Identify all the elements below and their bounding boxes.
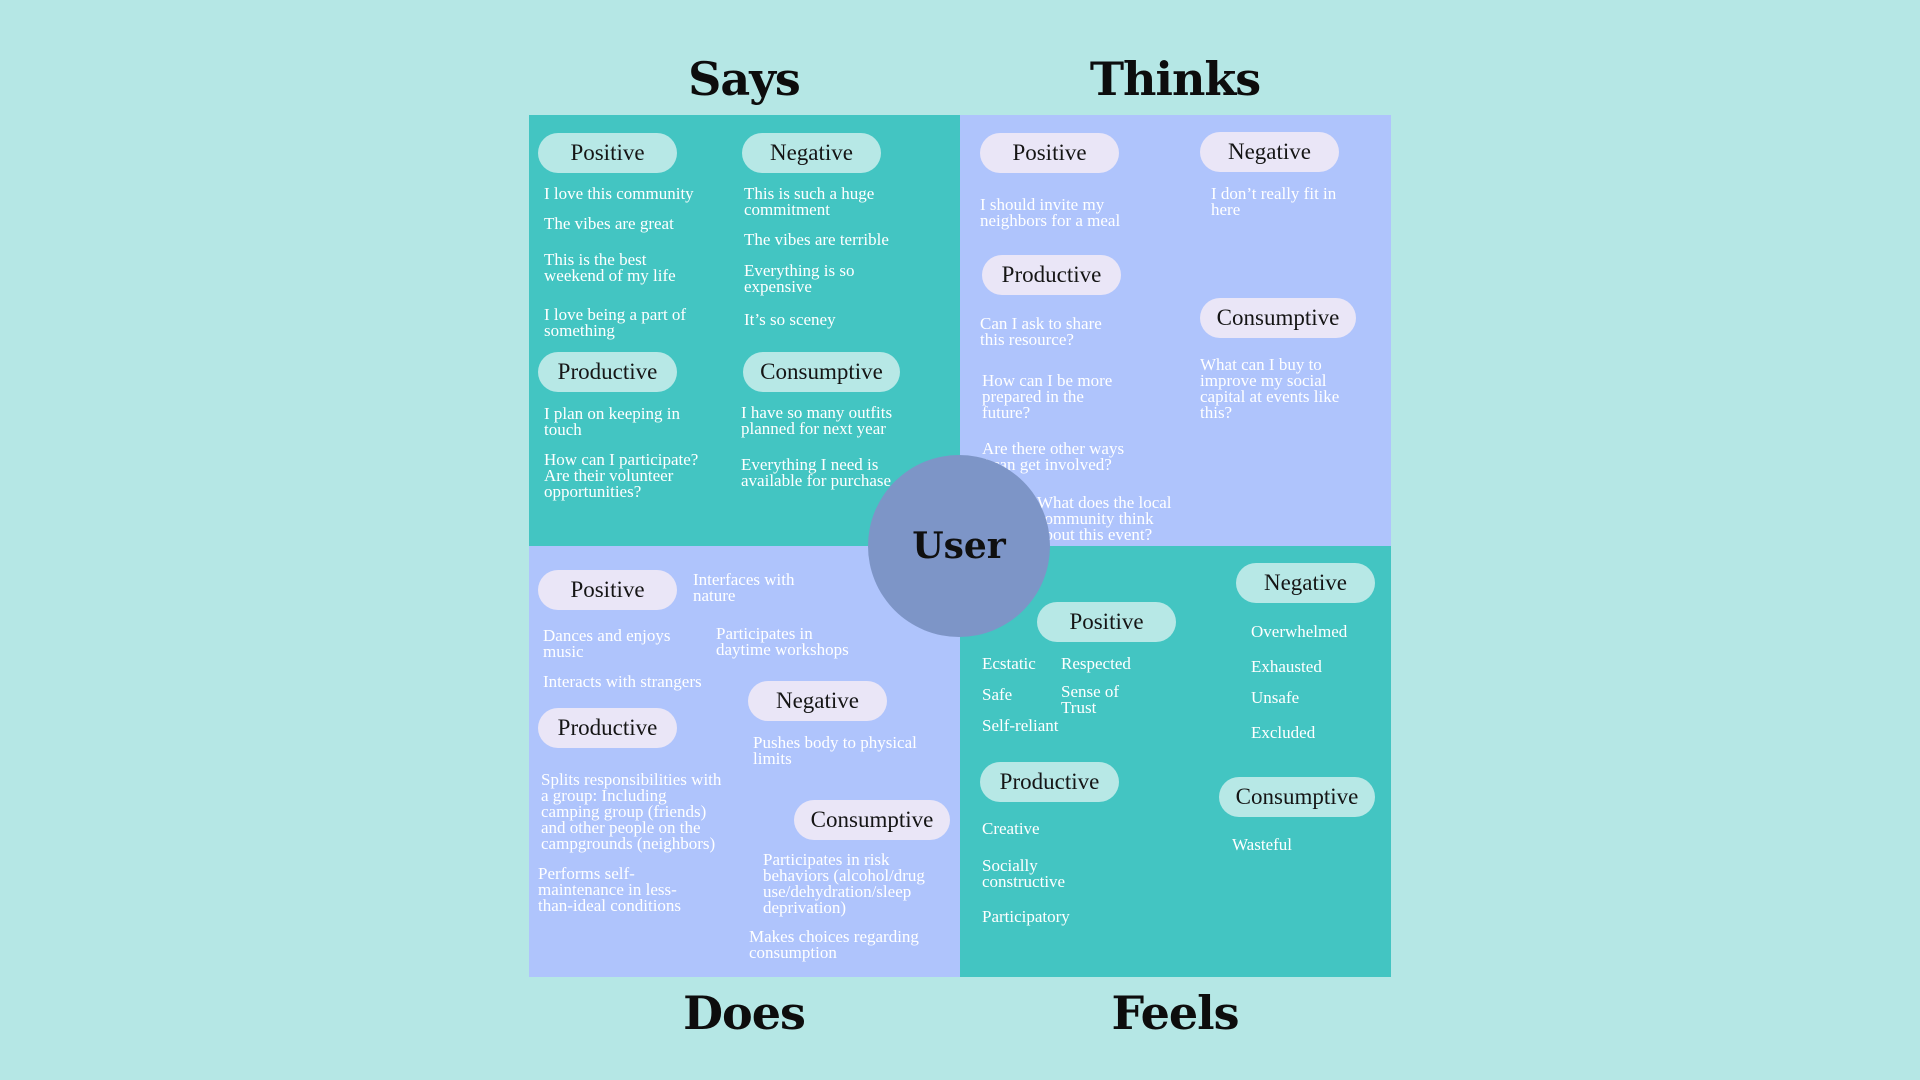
thinks-positive-item: I should invite my neighbors for a meal	[980, 195, 1121, 230]
says-positive-item: This is the best weekend of my life	[544, 250, 676, 285]
feels-negative-item: Excluded	[1251, 723, 1316, 742]
says-productive-item: I plan on keeping in touch	[544, 404, 680, 439]
feels-negative-pill: Negative	[1236, 563, 1375, 603]
feels-positive-pill: Positive	[1037, 602, 1176, 642]
does-productive-item: Splits responsibilities with a group: In…	[541, 770, 722, 853]
thinks-productive-item: Can I ask to share this resource?	[980, 314, 1102, 349]
feels-productive-pill: Productive	[980, 762, 1119, 802]
thinks-positive-pill: Positive	[980, 133, 1119, 173]
says-productive-pill: Productive	[538, 352, 677, 392]
says-negative-item: Everything is so expensive	[744, 261, 855, 296]
feels-heading: Feels	[1111, 986, 1239, 1040]
thinks-consumptive-item: What can I buy to improve my social capi…	[1200, 355, 1340, 422]
thinks-negative-pill: Negative	[1200, 132, 1339, 172]
feels-consumptive-item: Wasteful	[1232, 835, 1292, 854]
feels-positive-item: Respected	[1061, 654, 1131, 673]
says-quadrant	[529, 115, 960, 546]
does-consumptive-pill: Consumptive	[794, 800, 950, 840]
says-negative-pill: Negative	[742, 133, 881, 173]
says-positive-item: I love this community	[544, 184, 694, 203]
user-circle: User	[868, 455, 1050, 637]
says-positive-item: I love being a part of something	[544, 305, 687, 340]
does-negative-pill: Negative	[748, 681, 887, 721]
says-positive-item: The vibes are great	[544, 214, 674, 233]
says-consumptive-pill: Consumptive	[743, 352, 900, 392]
does-negative-item: Pushes body to physical limits	[753, 733, 917, 768]
feels-positive-item: Ecstatic	[982, 654, 1036, 673]
does-positive-item: Participates in daytime workshops	[716, 624, 849, 659]
feels-consumptive-pill: Consumptive	[1219, 777, 1375, 817]
does-consumptive-item: Makes choices regarding consumption	[749, 927, 919, 962]
does-heading: Does	[683, 986, 806, 1040]
says-consumptive-item: Everything I need is available for purch…	[741, 455, 892, 490]
says-consumptive-item: I have so many outfits planned for next …	[741, 403, 893, 438]
feels-positive-item: Sense of Trust	[1061, 682, 1120, 717]
thinks-productive-item: How can I be more prepared in the future…	[982, 371, 1113, 422]
user-label: User	[912, 525, 1006, 567]
says-heading: Says	[688, 52, 801, 106]
thinks-productive-item: Are there other ways I can get involved?	[982, 439, 1125, 474]
does-positive-item: Dances and enjoys music	[543, 626, 671, 661]
does-positive-item: Interfaces with nature	[693, 570, 795, 605]
feels-negative-item: Unsafe	[1251, 688, 1300, 707]
thinks-consumptive-pill: Consumptive	[1200, 298, 1356, 338]
thinks-heading: Thinks	[1089, 52, 1261, 106]
does-productive-pill: Productive	[538, 708, 677, 748]
says-negative-item: This is such a huge commitment	[744, 184, 875, 219]
thinks-negative-item: I don’t really fit in here	[1211, 184, 1337, 219]
does-productive-item: Performs self- maintenance in less- than…	[538, 864, 682, 915]
says-positive-pill: Positive	[538, 133, 677, 173]
thinks-productive-item: What does the local community think abou…	[1037, 493, 1172, 544]
says-negative-item: The vibes are terrible	[744, 230, 889, 249]
feels-positive-item: Safe	[982, 685, 1013, 704]
does-quadrant	[529, 546, 960, 977]
thinks-productive-pill: Productive	[982, 255, 1121, 295]
feels-positive-item: Self-reliant	[982, 716, 1059, 735]
does-positive-item: Interacts with strangers	[543, 672, 702, 691]
does-consumptive-item: Participates in risk behaviors (alcohol/…	[763, 850, 925, 917]
says-negative-item: It’s so sceney	[744, 310, 836, 329]
feels-productive-item: Participatory	[982, 907, 1070, 926]
says-productive-item: How can I participate? Are their volunte…	[544, 450, 699, 501]
feels-productive-item: Creative	[982, 819, 1040, 838]
feels-negative-item: Exhausted	[1251, 657, 1322, 676]
does-positive-pill: Positive	[538, 570, 677, 610]
feels-negative-item: Overwhelmed	[1251, 622, 1348, 641]
feels-productive-item: Socially constructive	[982, 856, 1066, 891]
